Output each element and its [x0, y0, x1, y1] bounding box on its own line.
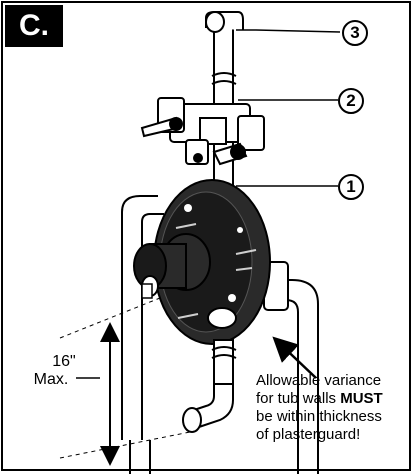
wall-lines	[59, 429, 319, 474]
dimension-qualifier: Max.	[33, 371, 69, 388]
callout-1: 1	[338, 174, 364, 200]
note-line-1: Allowable variance	[256, 372, 382, 389]
leader-arrow-icon	[272, 336, 317, 379]
callout-3: 3	[342, 20, 368, 46]
tub-spout-pipe	[182, 339, 237, 433]
callout-leaders	[236, 29, 341, 187]
supply-pipes	[121, 195, 319, 440]
note-line-2-prefix: for tub walls	[256, 390, 341, 407]
note-emphasis: MUST	[340, 390, 383, 407]
variance-note: Allowable variance for tub walls MUST be…	[256, 372, 408, 444]
valve-stem	[133, 233, 211, 299]
two-handle-valve	[140, 97, 265, 166]
note-line-2: for tub walls MUST	[256, 390, 408, 408]
dimension-value: 16"	[52, 353, 76, 370]
note-line-4: of plasterguard!	[256, 426, 361, 443]
section-label: C.	[5, 5, 63, 47]
callout-2: 2	[338, 88, 364, 114]
dimension-arrow-icon	[59, 297, 161, 466]
note-line-3: be within thickness	[256, 408, 382, 425]
